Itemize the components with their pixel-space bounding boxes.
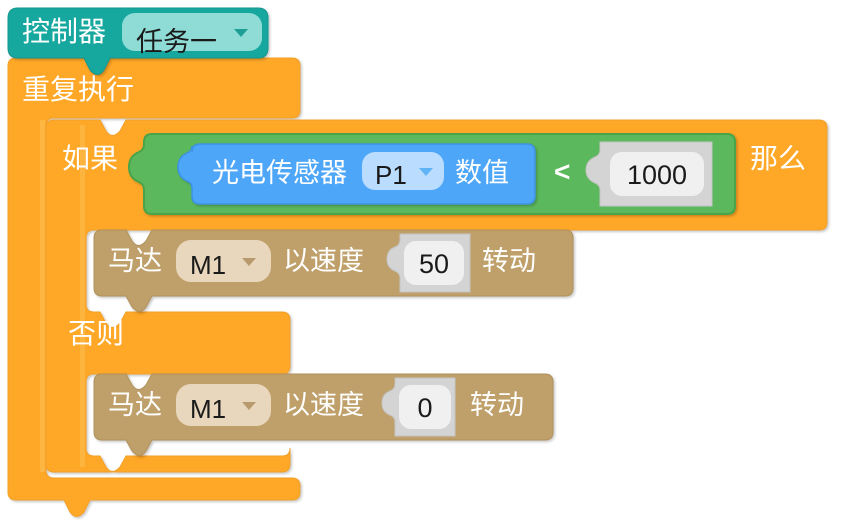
chevron-down-icon (242, 258, 256, 266)
motor-else-port-value: M1 (190, 394, 227, 424)
if-label: 如果 (62, 143, 119, 174)
task-dropdown[interactable]: 任务一 (122, 13, 262, 57)
sensor-prefix-label: 光电传感器 (212, 158, 347, 188)
repeat-loop-label: 重复执行 (22, 74, 135, 105)
motor-then-prefix-label: 马达 (108, 246, 162, 276)
then-label: 那么 (750, 143, 807, 174)
sensor-port-dropdown[interactable]: P1 (362, 152, 444, 190)
task-dropdown-value: 任务一 (136, 27, 217, 57)
sensor-suffix-label: 数值 (455, 158, 509, 188)
motor-then-speed-input[interactable]: 50 (404, 241, 464, 285)
motor-then-port-value: M1 (190, 250, 227, 280)
chevron-down-icon (419, 168, 433, 176)
motor-else-port-dropdown[interactable]: M1 (176, 384, 271, 426)
controller-block-label: 控制器 (22, 16, 107, 47)
motor-else-prefix-label: 马达 (108, 390, 162, 420)
comparison-operator-label: < (554, 156, 571, 187)
chevron-down-icon (242, 402, 256, 410)
else-label: 否则 (68, 318, 125, 349)
threshold-number-value: 1000 (626, 159, 688, 190)
sensor-port-value: P1 (375, 160, 407, 190)
chevron-down-icon (234, 29, 248, 37)
motor-then-port-dropdown[interactable]: M1 (176, 240, 271, 282)
threshold-number-input[interactable]: 1000 (610, 152, 704, 196)
motor-else-speed-input[interactable]: 0 (399, 385, 451, 429)
motor-then-speed-value: 50 (418, 248, 450, 279)
motor-else-suffix-label: 转动 (470, 390, 524, 420)
motor-else-middle-label: 以速度 (283, 390, 364, 420)
motor-else-speed-value: 0 (417, 392, 433, 423)
photoelectric-sensor-reporter-shape[interactable] (177, 143, 536, 205)
motor-then-middle-label: 以速度 (283, 246, 364, 276)
motor-then-suffix-label: 转动 (482, 246, 536, 276)
